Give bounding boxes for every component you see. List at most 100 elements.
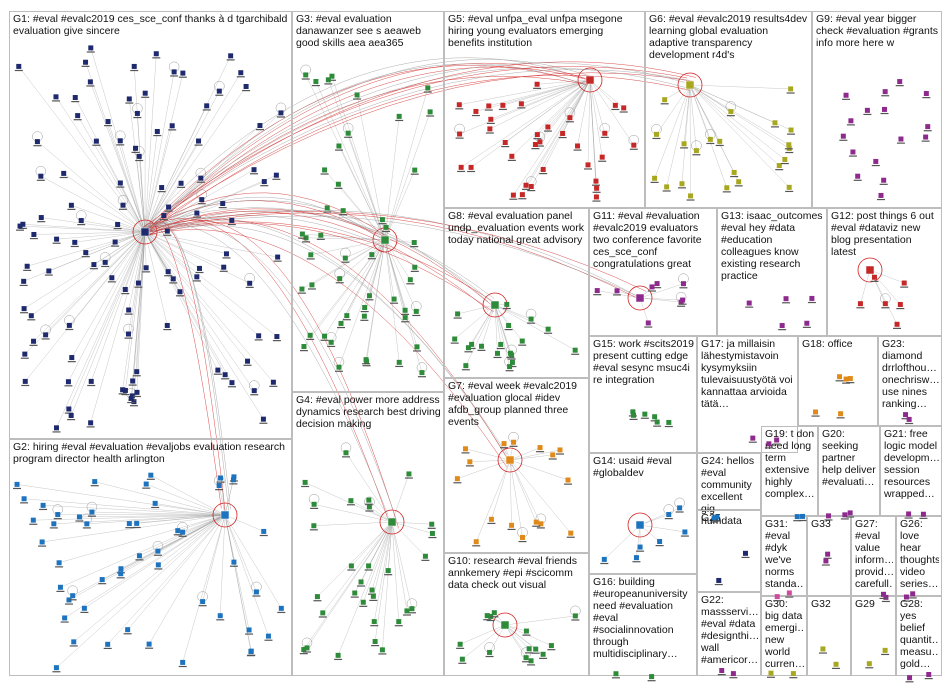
g31-node-0 (786, 590, 792, 596)
g4-node-tick-26 (370, 625, 379, 627)
g1-node-25 (75, 113, 81, 119)
g1-node-tick-43 (159, 219, 168, 221)
g1-node-102 (43, 332, 49, 338)
g5-edge-22 (489, 79, 591, 130)
g3-node-4 (344, 313, 350, 319)
g3-node-34 (407, 277, 413, 283)
g21-node-1 (906, 511, 912, 517)
g7-node-4 (557, 447, 563, 453)
g1-node-tick-30 (118, 208, 127, 210)
g10-node-10 (523, 628, 529, 634)
g11-node-3 (594, 288, 600, 294)
group-label-g15: G15: work #scits2019 present cutting edg… (593, 338, 694, 386)
g8-edge-6 (494, 304, 510, 367)
g1-edge-11 (33, 231, 146, 342)
g1-node-tick-33 (51, 100, 60, 102)
g6-edge-6 (689, 84, 697, 151)
bundle-g1-g4-0 (142, 218, 389, 520)
g2-node-7 (125, 627, 131, 633)
g7-node-tick-1 (461, 452, 470, 454)
g14-node-3 (657, 539, 663, 545)
g5-node-tick-5 (486, 122, 495, 124)
g4-edge-0 (391, 521, 413, 609)
g1-node-tick-21 (128, 384, 137, 386)
g4-edge-2 (322, 521, 393, 614)
g1-node-83 (238, 70, 244, 76)
g2-edge-0 (218, 485, 226, 516)
g9-node-tick-7 (881, 95, 890, 97)
g3-node-46 (425, 85, 431, 91)
g6-node-5 (717, 138, 723, 144)
g15-node-5 (654, 419, 660, 425)
g1-node-32 (31, 231, 37, 237)
g5-edge-28 (461, 79, 591, 168)
g4-node-tick-17 (404, 477, 413, 479)
g1-node-2 (170, 276, 176, 282)
g12-node-tick-1 (870, 280, 879, 282)
g1-hub-node (140, 227, 150, 237)
g1-node-tick-104 (89, 268, 98, 270)
group-label-g4: G4: #eval power more address dynamics re… (296, 394, 441, 430)
g1-node-tick-58 (178, 76, 187, 78)
g1-node-tick-60 (133, 116, 142, 119)
g7-node-tick-0 (536, 527, 545, 529)
g6-node-9 (724, 185, 730, 191)
g7-node-tick-9 (507, 528, 516, 531)
g11-node-2 (614, 288, 620, 294)
g4-node-tick-21 (334, 658, 343, 661)
g2-edge-38 (68, 514, 226, 601)
g8-node-tick-17 (504, 328, 513, 331)
g1-node-tick-91 (134, 286, 143, 288)
g4-node-tick-0 (407, 612, 416, 614)
g2-node-tick-0 (215, 489, 224, 491)
g3-node-16 (322, 167, 328, 173)
g8-node-16 (463, 363, 469, 369)
g18-node-4 (813, 409, 819, 415)
g4-edge-27 (382, 521, 393, 650)
g4-node-tick-9 (364, 569, 373, 571)
g3-node-tick-11 (378, 223, 387, 225)
g11-node-0 (680, 281, 686, 287)
g10-node-tick-13 (490, 616, 499, 618)
g8-node-tick-9 (450, 342, 459, 344)
g3-node-tick-44 (353, 98, 362, 100)
g1-node-108 (171, 69, 177, 75)
g5-node-tick-22 (485, 132, 494, 134)
g1-edge-47 (48, 231, 146, 272)
g2-edge-21 (182, 514, 226, 663)
g3-node-44 (354, 92, 360, 98)
g2-edge-16 (59, 514, 226, 563)
g1-node-101 (69, 355, 75, 361)
g26-node-0 (910, 591, 916, 597)
g4-edge-15 (363, 521, 393, 603)
g3-node-11 (379, 217, 385, 223)
g4-node-11 (348, 563, 354, 569)
g1-node-tick-88 (121, 292, 130, 295)
g11-node-tick-1 (653, 287, 662, 289)
g8-node-tick-7 (518, 344, 527, 346)
g1-node-93 (229, 380, 235, 386)
g6-node-7 (652, 175, 658, 181)
g14-edge-4 (639, 524, 685, 533)
g7-node-tick-5 (472, 545, 481, 547)
g1-node-tick-83 (236, 76, 245, 78)
g1-node-78 (78, 218, 84, 224)
g15-node-2 (666, 419, 672, 425)
g2-node-12 (84, 521, 90, 527)
g7-node-3 (501, 441, 507, 447)
g1-node-21 (130, 378, 136, 384)
g3-node-tick-10 (401, 321, 410, 323)
g30-node-0 (790, 671, 796, 677)
g1-node-tick-26 (218, 207, 227, 209)
g3-node-8 (322, 333, 328, 339)
g6-edge-19 (666, 84, 691, 187)
g3-node-tick-36 (344, 136, 353, 138)
g4-node-0 (409, 606, 415, 612)
g1-node-tick-99 (194, 144, 203, 146)
g1-node-58 (180, 70, 186, 76)
g20-node-tick-2 (846, 516, 855, 518)
g3-node-0 (303, 72, 309, 78)
g5-node-2 (510, 192, 516, 198)
g1-edge-39 (91, 231, 146, 382)
